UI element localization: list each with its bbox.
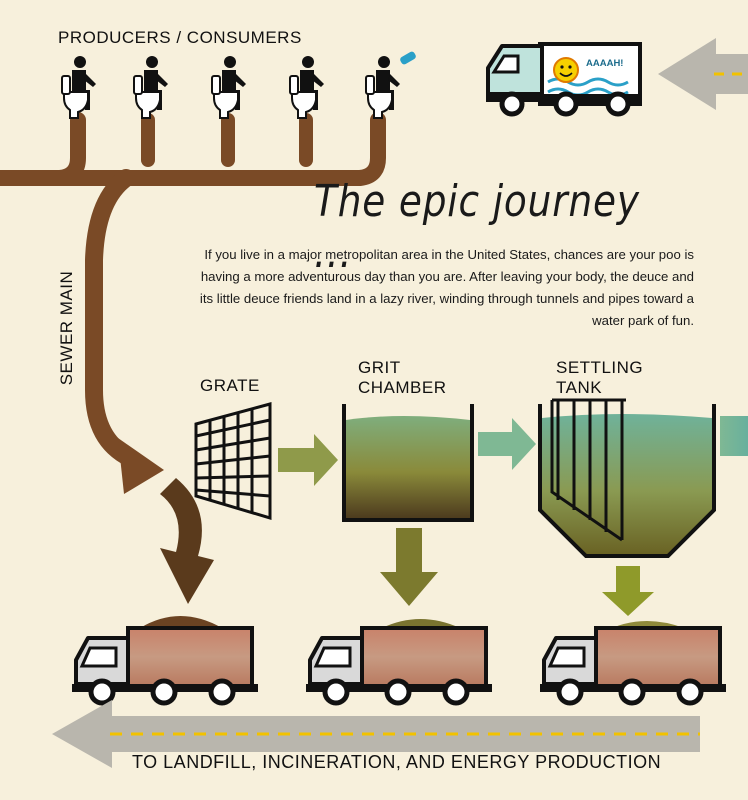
dump-truck-icon bbox=[72, 628, 258, 703]
grit-chamber bbox=[342, 404, 474, 522]
intro-paragraph: If you live in a major metropolitan area… bbox=[199, 247, 694, 328]
sewer-pipes bbox=[0, 112, 386, 467]
truck-2 bbox=[306, 619, 492, 703]
person-on-toilet-icon bbox=[61, 55, 97, 119]
settling-label-line2: TANK bbox=[556, 378, 603, 397]
outflow-arrow bbox=[720, 416, 748, 456]
producers-row bbox=[61, 51, 416, 119]
settling-tank bbox=[538, 398, 716, 558]
van-icon bbox=[486, 42, 642, 117]
top-road-arrow bbox=[658, 38, 748, 110]
van-sign-text: AAAAH! bbox=[586, 58, 624, 69]
settling-label-line1: SETTLING bbox=[556, 358, 644, 377]
grit-label-line2: CHAMBER bbox=[358, 378, 447, 397]
grate-label: GRATE bbox=[200, 376, 260, 395]
dump-truck-icon bbox=[306, 628, 492, 703]
producers-label: PRODUCERS / CONSUMERS bbox=[58, 28, 302, 47]
person-on-toilet-icon bbox=[211, 55, 247, 119]
page-title: The epic journey ... bbox=[314, 176, 640, 278]
dump-truck-icon bbox=[540, 628, 726, 703]
flow-arrow-to-settling bbox=[478, 418, 536, 470]
bottom-road-arrow bbox=[52, 700, 700, 768]
grit-chamber-label: GRIT CHAMBER bbox=[358, 358, 478, 398]
truck-1 bbox=[72, 616, 258, 703]
person-on-toilet-icon bbox=[365, 55, 401, 119]
grit-label-line1: GRIT bbox=[358, 358, 401, 377]
truck-3 bbox=[540, 621, 726, 703]
sewer-main-label: SEWER MAIN bbox=[57, 270, 76, 386]
grate-grid-icon bbox=[194, 402, 272, 521]
person-on-toilet-icon bbox=[133, 55, 169, 119]
settling-down-arrow bbox=[602, 566, 654, 616]
flow-arrow-to-grit bbox=[278, 434, 338, 486]
sewer-arrowhead bbox=[118, 438, 164, 494]
settling-tank-label: SETTLING TANK bbox=[556, 358, 676, 398]
grit-down-arrow bbox=[380, 528, 438, 606]
smiley-icon bbox=[553, 57, 579, 83]
destination-label: TO LANDFILL, INCINERATION, AND ENERGY PR… bbox=[132, 752, 662, 772]
sludge-arrow bbox=[160, 478, 214, 604]
person-on-toilet-icon bbox=[289, 55, 325, 119]
phone-icon bbox=[400, 51, 416, 65]
